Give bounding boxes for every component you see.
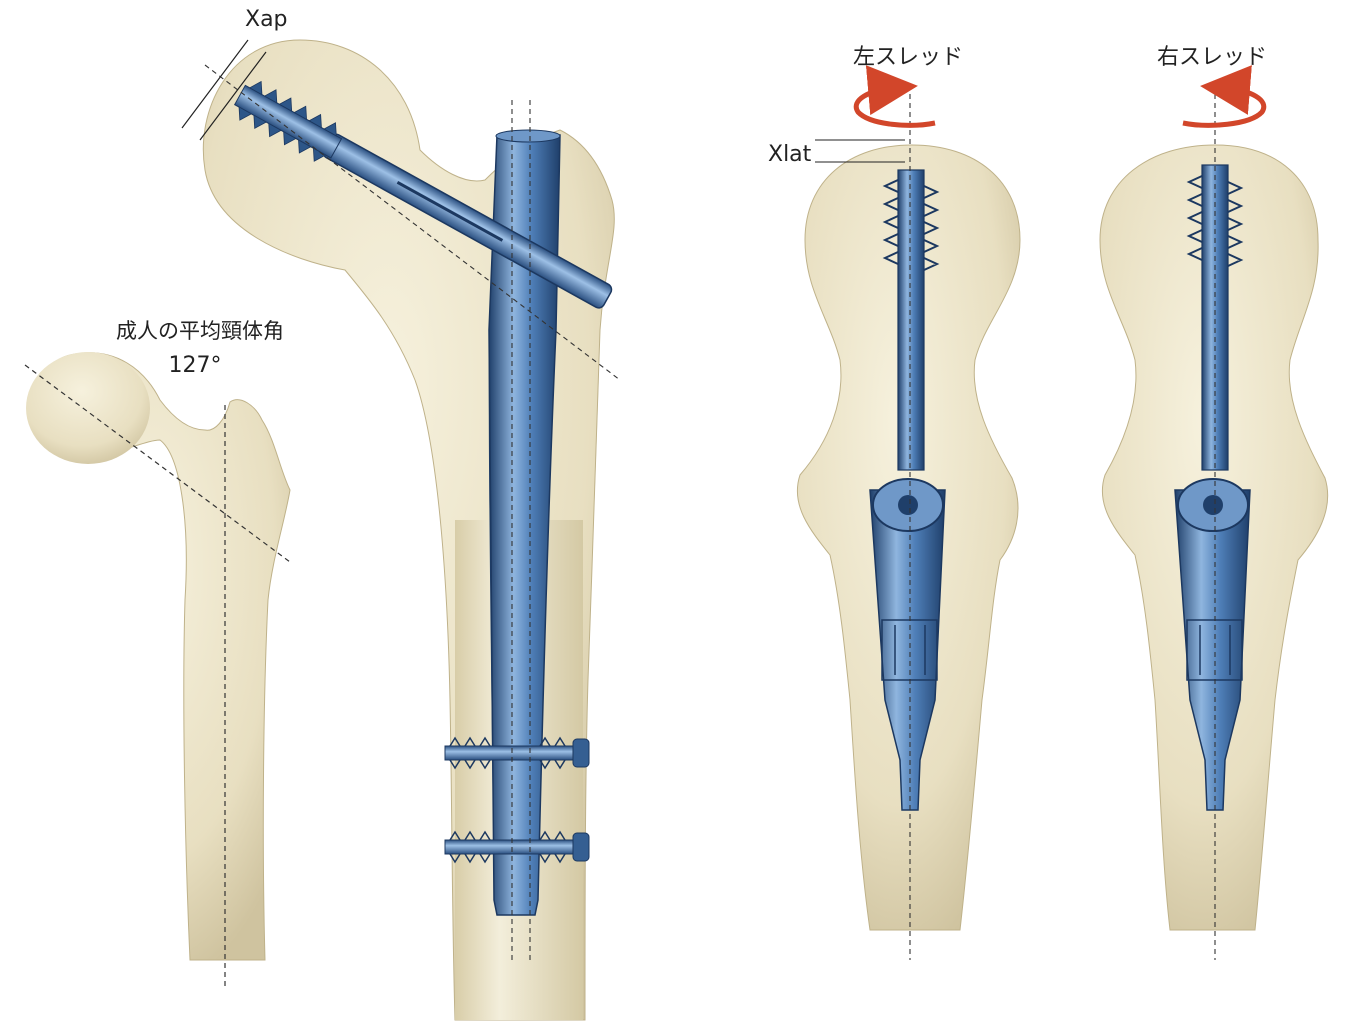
right-sled-hex-socket xyxy=(1203,495,1223,515)
angle-value: 127° xyxy=(169,353,222,378)
clockwise-arrow-icon xyxy=(1183,88,1264,125)
left-sled-label: 左スレッド xyxy=(853,45,963,70)
right-sled-view: 右スレッド xyxy=(1100,45,1328,960)
left-sled-view: Xlat 左スレッド xyxy=(768,45,1020,960)
xap-label: Xap xyxy=(245,7,288,32)
femur-small xyxy=(25,352,290,990)
counterclockwise-arrow-icon xyxy=(856,88,935,125)
left-sled-hex-socket xyxy=(898,495,918,515)
femoral-head-small xyxy=(26,352,150,464)
nail-top-cap xyxy=(496,130,560,142)
right-sled-label: 右スレッド xyxy=(1157,45,1267,70)
angle-title: 成人の平均頸体角 xyxy=(116,319,284,343)
xlat-label: Xlat xyxy=(768,142,812,167)
